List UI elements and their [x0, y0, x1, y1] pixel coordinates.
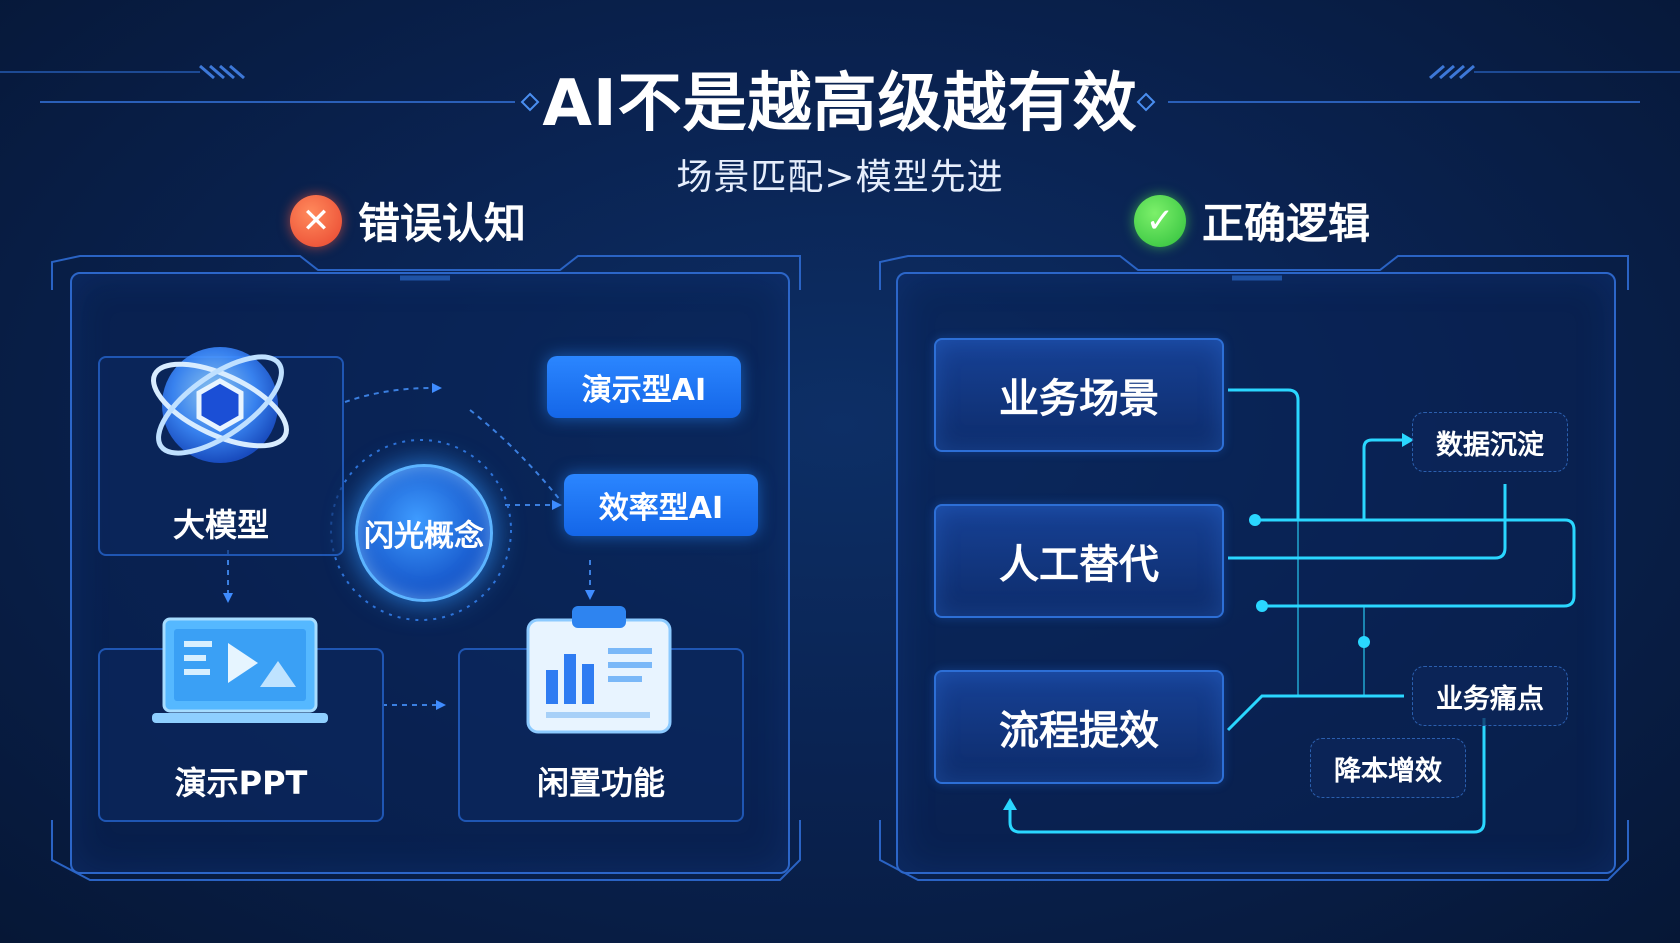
- left-heading: ✕ 错误认知: [290, 190, 526, 251]
- business-scenario-label: 业务场景: [999, 376, 1159, 422]
- demo-ppt-label: 演示PPT: [174, 764, 308, 802]
- report-board-icon: [526, 606, 672, 734]
- flash-concept-label: 闪光概念: [364, 519, 484, 554]
- monitor-icon: [152, 617, 328, 723]
- x-icon: ✕: [290, 194, 342, 247]
- business-scenario-block: 业务场景: [934, 338, 1224, 452]
- manual-replacement-label: 人工替代: [999, 542, 1159, 588]
- cost-efficiency-label: 降本增效: [1334, 755, 1442, 787]
- demo-ai-label: 演示型AI: [581, 373, 707, 408]
- business-pain-tag: 业务痛点: [1412, 666, 1568, 726]
- flash-concept-node: 闪光概念: [355, 464, 493, 602]
- process-efficiency-block: 流程提效: [934, 670, 1224, 784]
- right-heading-label: 正确逻辑: [1202, 199, 1371, 248]
- cost-efficiency-tag: 降本增效: [1310, 738, 1466, 798]
- page-title: AI不是越高级越有效: [542, 67, 1138, 141]
- check-icon: ✓: [1134, 194, 1186, 247]
- right-heading: ✓ 正确逻辑: [1134, 190, 1370, 251]
- page-subtitle: 场景匹配>模型先进: [676, 157, 1004, 198]
- efficiency-ai-pill: 效率型AI: [564, 474, 758, 536]
- demo-ai-pill: 演示型AI: [547, 356, 741, 418]
- process-efficiency-label: 流程提效: [999, 708, 1159, 754]
- data-accumulation-label: 数据沉淀: [1436, 429, 1544, 461]
- atom-icon: [151, 347, 289, 463]
- left-heading-label: 错误认知: [358, 199, 527, 248]
- manual-replacement-block: 人工替代: [934, 504, 1224, 618]
- big-model-label: 大模型: [172, 506, 269, 544]
- efficiency-ai-label: 效率型AI: [598, 491, 724, 526]
- business-pain-label: 业务痛点: [1436, 683, 1544, 715]
- data-accumulation-tag: 数据沉淀: [1412, 412, 1568, 472]
- idle-feature-label: 闲置功能: [536, 764, 665, 802]
